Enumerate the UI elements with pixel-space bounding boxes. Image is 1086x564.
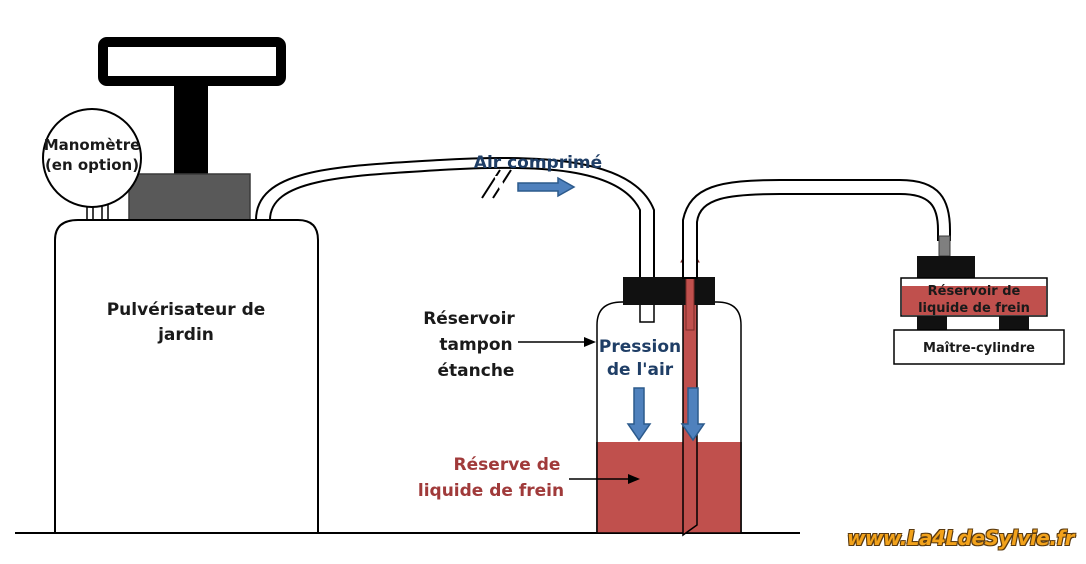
pump-handle-bar <box>98 37 286 86</box>
hose-connector <box>938 235 951 257</box>
buffer-tank <box>596 244 742 537</box>
sprayer-label-line2: jardin <box>157 325 214 345</box>
master-cylinder-assembly <box>893 256 1065 365</box>
pump-handle-shaft <box>174 84 208 176</box>
reserve-label-line1: Réserve de <box>454 455 561 475</box>
fluid-hose <box>682 179 951 279</box>
mc-reservoir-label-line1: Réservoir de <box>928 284 1021 299</box>
buffer-tank-label-line1: Réservoir <box>423 309 515 329</box>
mc-reservoir-label-line2: liquide de frein <box>918 301 1030 316</box>
mc-reservoir-fluid <box>902 286 1046 315</box>
manometer-gauge <box>42 108 142 208</box>
master-cylinder-label: Maître-cylindre <box>923 341 1035 356</box>
compressed-air-arrow <box>517 176 576 198</box>
manometer-label-line2: (en option) <box>45 156 139 174</box>
mc-cap <box>917 256 975 278</box>
reserve-label-line2: liquide de frein <box>418 481 564 501</box>
pump-block <box>128 173 251 223</box>
mc-foot-right <box>999 316 1029 330</box>
pressure-arrow-right <box>680 387 706 442</box>
buffer-tank-label-line3: étanche <box>438 361 515 381</box>
tank-fluid <box>597 442 741 533</box>
air-hose <box>254 156 655 321</box>
pressure-arrow-left <box>626 387 652 442</box>
buffer-tank-label-line2: tampon <box>439 335 512 355</box>
mc-foot-left <box>917 316 947 330</box>
air-pressure-label-line2: de l'air <box>607 360 674 380</box>
manometer-label-line1: Manomètre <box>44 136 141 154</box>
site-watermark: www.La4LdeSylvie.fr <box>847 526 1074 550</box>
sprayer-label-line1: Pulvérisateur de <box>107 300 266 320</box>
pointer-arrows <box>518 337 640 484</box>
tank-cap <box>623 277 715 305</box>
compressed-air-label: Air comprimé <box>474 153 602 173</box>
garden-sprayer <box>42 37 319 534</box>
sprayer-body <box>54 219 319 534</box>
air-pressure-label-line1: Pression <box>599 337 681 357</box>
master-cylinder-body <box>893 329 1065 365</box>
